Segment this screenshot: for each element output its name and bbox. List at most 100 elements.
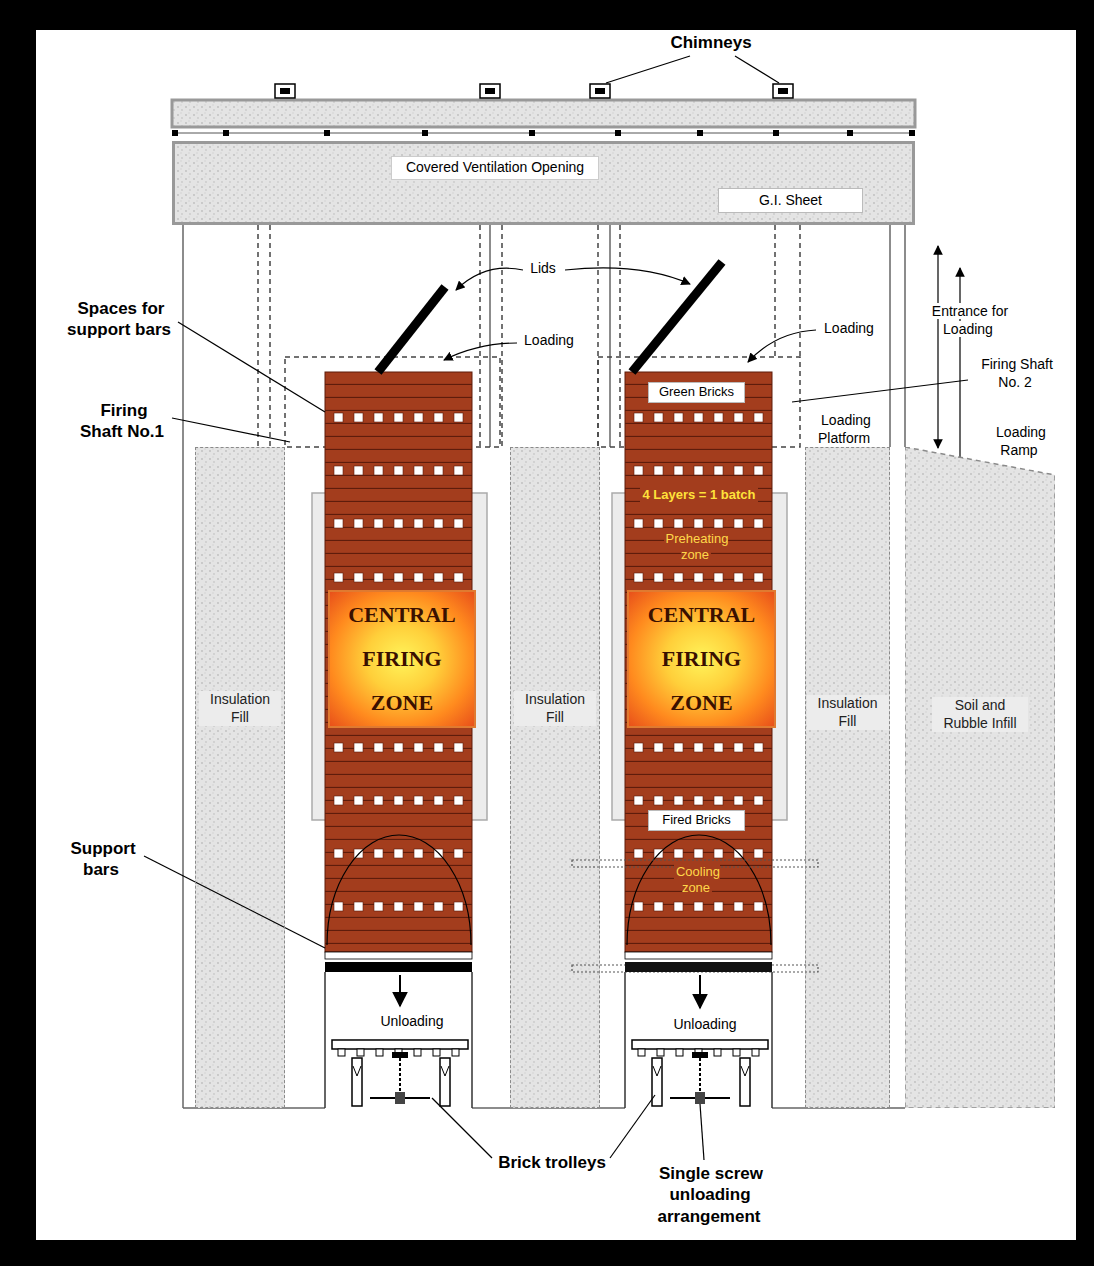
illustration-stroke [674, 849, 683, 858]
label-text: 4 Layers = 1 batch [640, 487, 757, 502]
illustration-stroke [714, 796, 723, 805]
illustration-stroke [434, 743, 443, 752]
node-text: G.I. Sheet [759, 192, 822, 210]
platform-label: Loading Platform [809, 412, 881, 447]
illustration-stroke [352, 1058, 362, 1106]
illustration-stroke [414, 902, 423, 911]
illustration-stroke [182, 225, 184, 1108]
illustration-stroke [334, 849, 343, 858]
illustration-stroke [653, 1066, 661, 1076]
illustration-stroke [773, 130, 779, 136]
illustration-stroke [734, 902, 743, 911]
trolley-label: Brick trolleys [487, 1152, 617, 1173]
illustration-stroke [740, 1058, 750, 1106]
illustration-stroke [178, 322, 325, 412]
illustration-stroke [480, 84, 500, 98]
illustration-stroke [625, 962, 772, 972]
illustration-stroke [354, 796, 363, 805]
illustration-stroke [374, 902, 383, 911]
illustration-stroke [422, 130, 428, 136]
illustration-stroke [909, 130, 915, 136]
label-text: Firing Shaft No. 2 [979, 356, 1053, 390]
illustration-stroke [714, 466, 723, 475]
label-text: Cooling zone [674, 864, 720, 895]
illustration-stroke [280, 88, 290, 94]
node-text: Insulation Fill [514, 691, 596, 726]
illustration-stroke [479, 225, 481, 447]
illustration-stroke [609, 225, 611, 447]
illustration-stroke [394, 466, 403, 475]
illustration-stroke [414, 743, 423, 752]
illustration-stroke [654, 902, 663, 911]
illustration-stroke [652, 1058, 662, 1106]
label-text: Entrance for Loading [930, 303, 1008, 337]
illustration-stroke [444, 343, 517, 360]
illustration-stroke [394, 743, 403, 752]
illustration-stroke [937, 246, 938, 448]
illustration-stroke [452, 1049, 459, 1056]
illustration-stroke [172, 418, 290, 442]
shaft-label: Firing Shaft No.1 [76, 400, 171, 443]
illustration-stroke [354, 743, 363, 752]
illustration-stroke [714, 902, 723, 911]
illustration-stroke [454, 519, 463, 528]
node-text: Insulation Fill [807, 695, 889, 730]
screw-label: Single screw unloading arrangement [644, 1163, 776, 1227]
label-text: Unloading [671, 1016, 738, 1032]
illustration-stroke [700, 1104, 704, 1160]
roof [172, 100, 915, 225]
illustration-stroke [501, 225, 503, 447]
illustration-stroke [434, 413, 443, 422]
illustration-stroke [324, 972, 326, 1108]
illustration-stroke [454, 466, 463, 475]
illustration-stroke [223, 130, 229, 136]
illustration-stroke [327, 835, 471, 945]
illustration-stroke [634, 573, 643, 582]
illustration-stroke [694, 796, 703, 805]
illustration-stroke [392, 1052, 408, 1058]
illustration-stroke [734, 743, 743, 752]
chimneys [275, 84, 793, 98]
illustration-stroke [694, 902, 703, 911]
soil-shape [905, 447, 1055, 1108]
illustration-stroke [694, 743, 703, 752]
illustration-stroke [334, 743, 343, 752]
loading-label: Loading [818, 320, 880, 338]
illustration-stroke [374, 796, 383, 805]
illustration-stroke [627, 835, 771, 945]
illustration-stroke [414, 796, 423, 805]
illustration-stroke [748, 330, 816, 362]
illustration-stroke [529, 130, 535, 136]
illustration-stroke [353, 1066, 361, 1076]
illustration-stroke [714, 573, 723, 582]
support-bars [325, 952, 772, 972]
illustration-stroke [434, 573, 443, 582]
node-text: Fired Bricks [662, 812, 731, 828]
illustration-stroke [275, 84, 295, 98]
node-text: Green Bricks [659, 384, 734, 400]
illustration-stroke [489, 225, 491, 447]
label-text: Single screw unloading arrangement [657, 1164, 763, 1226]
illustration-stroke [889, 225, 891, 447]
illustration-stroke [694, 519, 703, 528]
label-text: Loading Ramp [994, 424, 1046, 458]
illustration-stroke [654, 519, 663, 528]
support-bars-label: Support bars [64, 838, 140, 881]
illustration-stroke [714, 1049, 721, 1056]
illustration-stroke [634, 902, 643, 911]
illustration-stroke [754, 413, 763, 422]
label-text: Loading [522, 332, 576, 348]
illustration-stroke [606, 56, 690, 83]
illustration-stroke [144, 856, 325, 948]
firing-zone: CENTRAL FIRING ZONE [328, 590, 476, 728]
illustration-stroke [904, 225, 906, 447]
brick-columns [325, 372, 772, 952]
unloading-label: Unloading [372, 1013, 452, 1031]
illustration-stroke [434, 519, 443, 528]
illustration-stroke [354, 573, 363, 582]
green-bricks-box: Green Bricks [648, 382, 745, 403]
illustration-stroke [847, 130, 853, 136]
illustration-stroke [754, 519, 763, 528]
illustration-stroke [771, 972, 773, 1108]
